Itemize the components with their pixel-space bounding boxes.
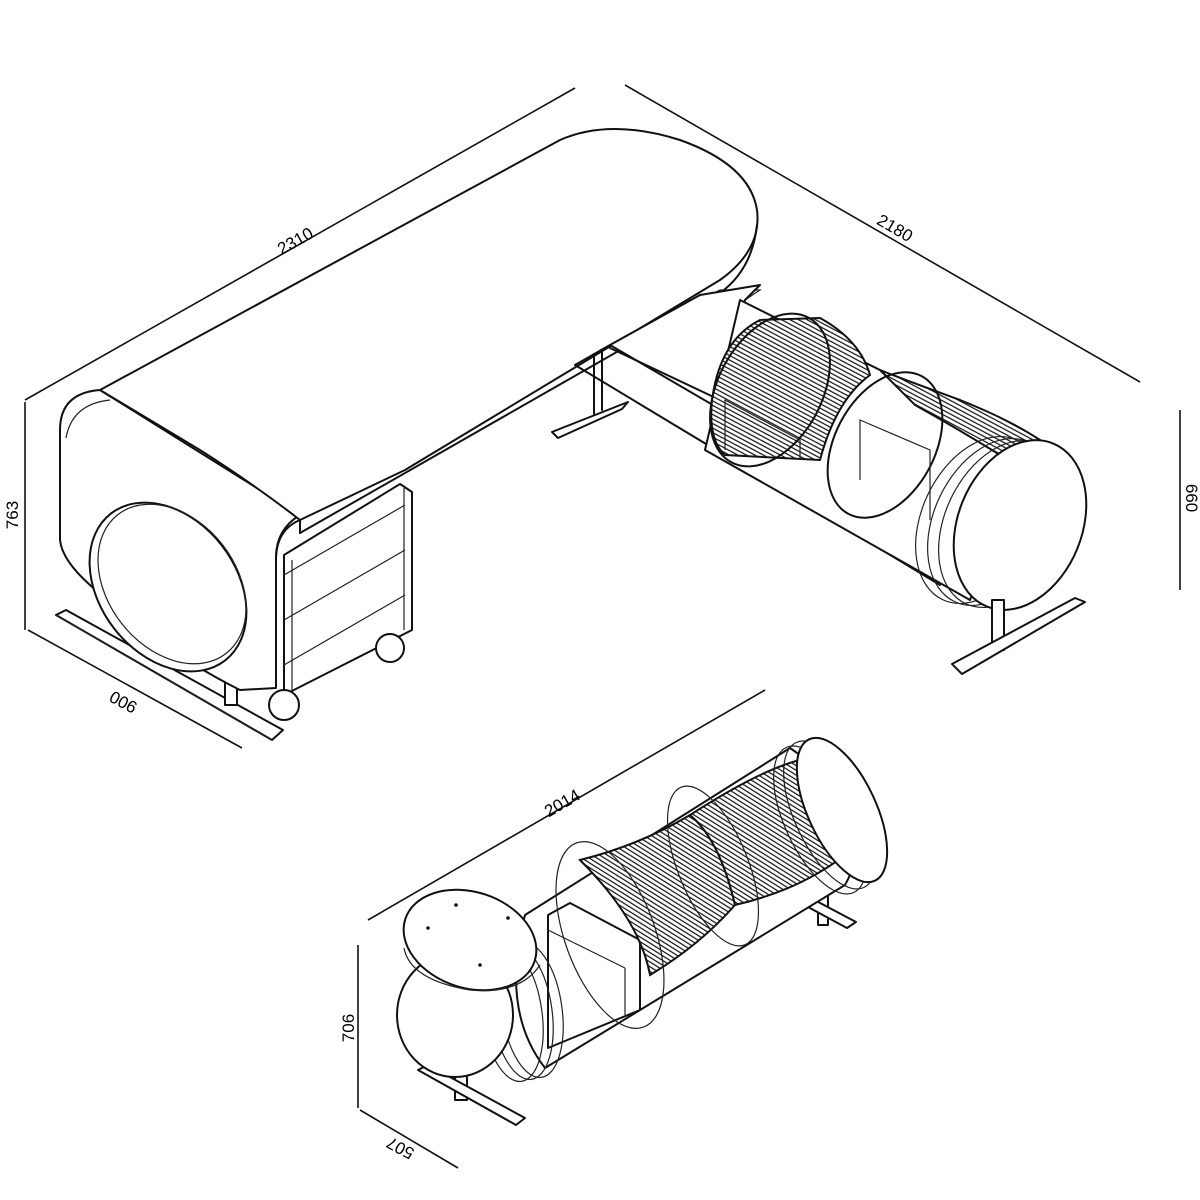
desk-dimension-lines [24, 84, 1181, 749]
barrel-ring [666, 785, 760, 947]
dim-desk-depth: 900 [106, 687, 140, 717]
dim-credenza-height: 706 [339, 1014, 358, 1042]
barrel-ring [826, 371, 944, 519]
tambour-door [879, 369, 1043, 457]
caster-wheel [375, 633, 405, 663]
return-foot-plate [951, 597, 1086, 675]
desk-drawer-pedestal [268, 483, 413, 721]
desk-top-surface [99, 128, 759, 521]
credenza-round-top [402, 888, 541, 992]
credenza-dimension-lines [357, 689, 766, 1169]
barrel-ring [709, 312, 831, 468]
dim-credenza-depth: 507 [383, 1133, 417, 1163]
executive-desk [55, 128, 1088, 741]
dim-desk-length: 2310 [274, 224, 316, 259]
dim-return-height: 660 [1182, 484, 1200, 512]
barrel-ring [555, 841, 665, 1029]
return-barrel-cabinet [704, 299, 1088, 611]
dim-credenza-length: 2014 [541, 786, 583, 821]
return-back-leg [551, 349, 629, 439]
desk-round-end [88, 501, 248, 673]
dim-desk-height: 763 [3, 501, 22, 529]
barrel-end-cap [795, 736, 889, 884]
caster-wheel [268, 689, 300, 721]
barrel-end-cap [952, 439, 1088, 611]
credenza [396, 736, 889, 1126]
